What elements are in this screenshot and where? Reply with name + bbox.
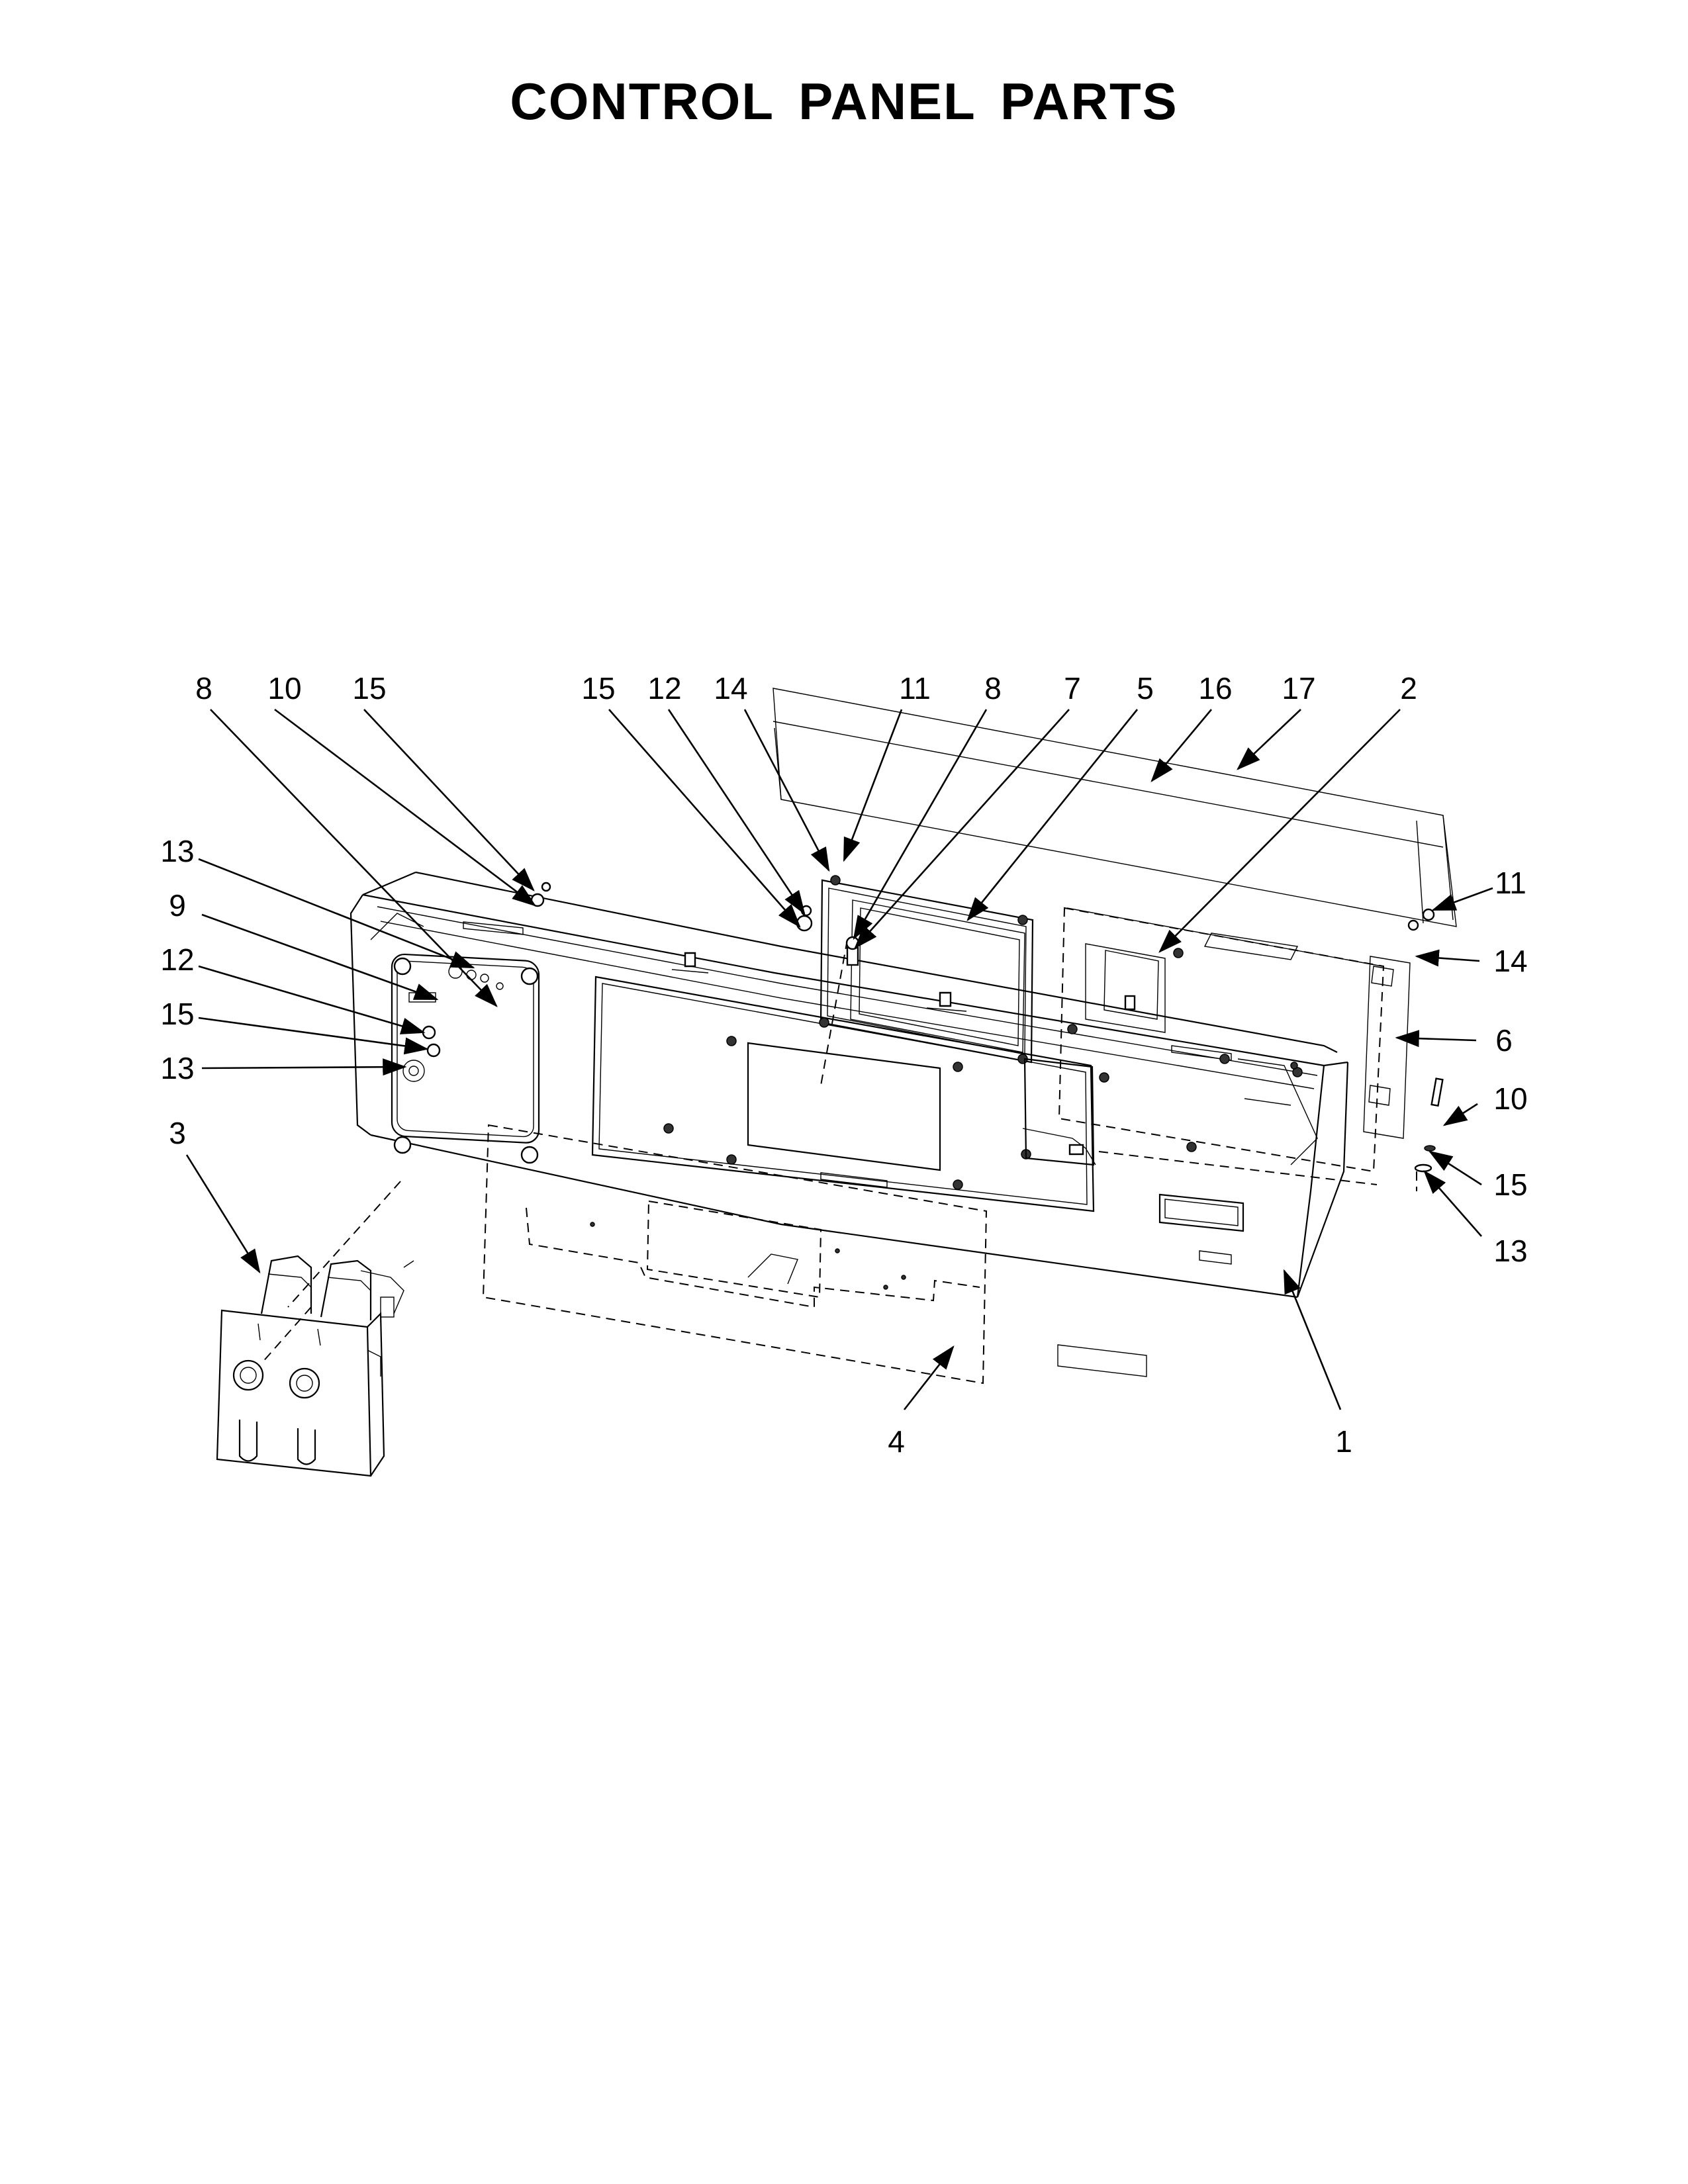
callout-13-right: 13 — [1493, 1234, 1527, 1268]
leader-lines — [185, 708, 1493, 1410]
callout-14-top: 14 — [714, 671, 747, 705]
callout-12-top: 12 — [647, 671, 681, 705]
cover-panel-17 — [773, 688, 1457, 927]
callout-11-right: 11 — [1495, 866, 1526, 900]
callout-1-bottom: 1 — [1335, 1424, 1352, 1459]
left-module-board — [391, 953, 540, 1164]
callout-7-top: 7 — [1064, 671, 1081, 705]
callout-6-right: 6 — [1495, 1023, 1513, 1058]
callout-9-left: 9 — [169, 888, 186, 923]
callout-15-left: 15 — [160, 997, 194, 1031]
page-title: CONTROL PANEL PARTS — [510, 72, 1178, 130]
control-board-2 — [1022, 907, 1411, 1173]
callout-11-top: 11 — [899, 671, 931, 705]
callout-2-top: 2 — [1400, 671, 1417, 705]
callout-13-left-lower: 13 — [160, 1051, 194, 1085]
center-board-panel — [591, 952, 1095, 1212]
callout-12-left: 12 — [160, 942, 194, 977]
callout-16-top: 16 — [1198, 671, 1232, 705]
console-housing-1 — [350, 871, 1349, 1377]
callout-15-top-left: 15 — [352, 671, 386, 705]
callout-3-left: 3 — [169, 1116, 186, 1150]
callout-5-top: 5 — [1137, 671, 1154, 705]
callout-17-top: 17 — [1282, 671, 1315, 705]
callout-8-top-right: 8 — [984, 671, 1002, 705]
callout-15-top-center: 15 — [581, 671, 615, 705]
valve-assembly-3 — [216, 1255, 414, 1477]
callout-8-top-left: 8 — [195, 671, 212, 705]
callout-15-right: 15 — [1493, 1167, 1527, 1202]
front-overlay-4 — [482, 1124, 988, 1385]
callout-4-bottom: 4 — [888, 1424, 905, 1459]
callout-14-right: 14 — [1493, 944, 1527, 978]
alignment-lines — [261, 939, 1417, 1364]
callout-10-top-left: 10 — [267, 671, 301, 705]
display-board-5 — [819, 875, 1034, 1064]
callout-labels: 8 10 15 15 12 14 11 8 7 5 16 17 2 13 9 1… — [160, 671, 1527, 1459]
callout-13-left-upper: 13 — [160, 834, 194, 868]
callout-10-right: 10 — [1493, 1081, 1527, 1116]
